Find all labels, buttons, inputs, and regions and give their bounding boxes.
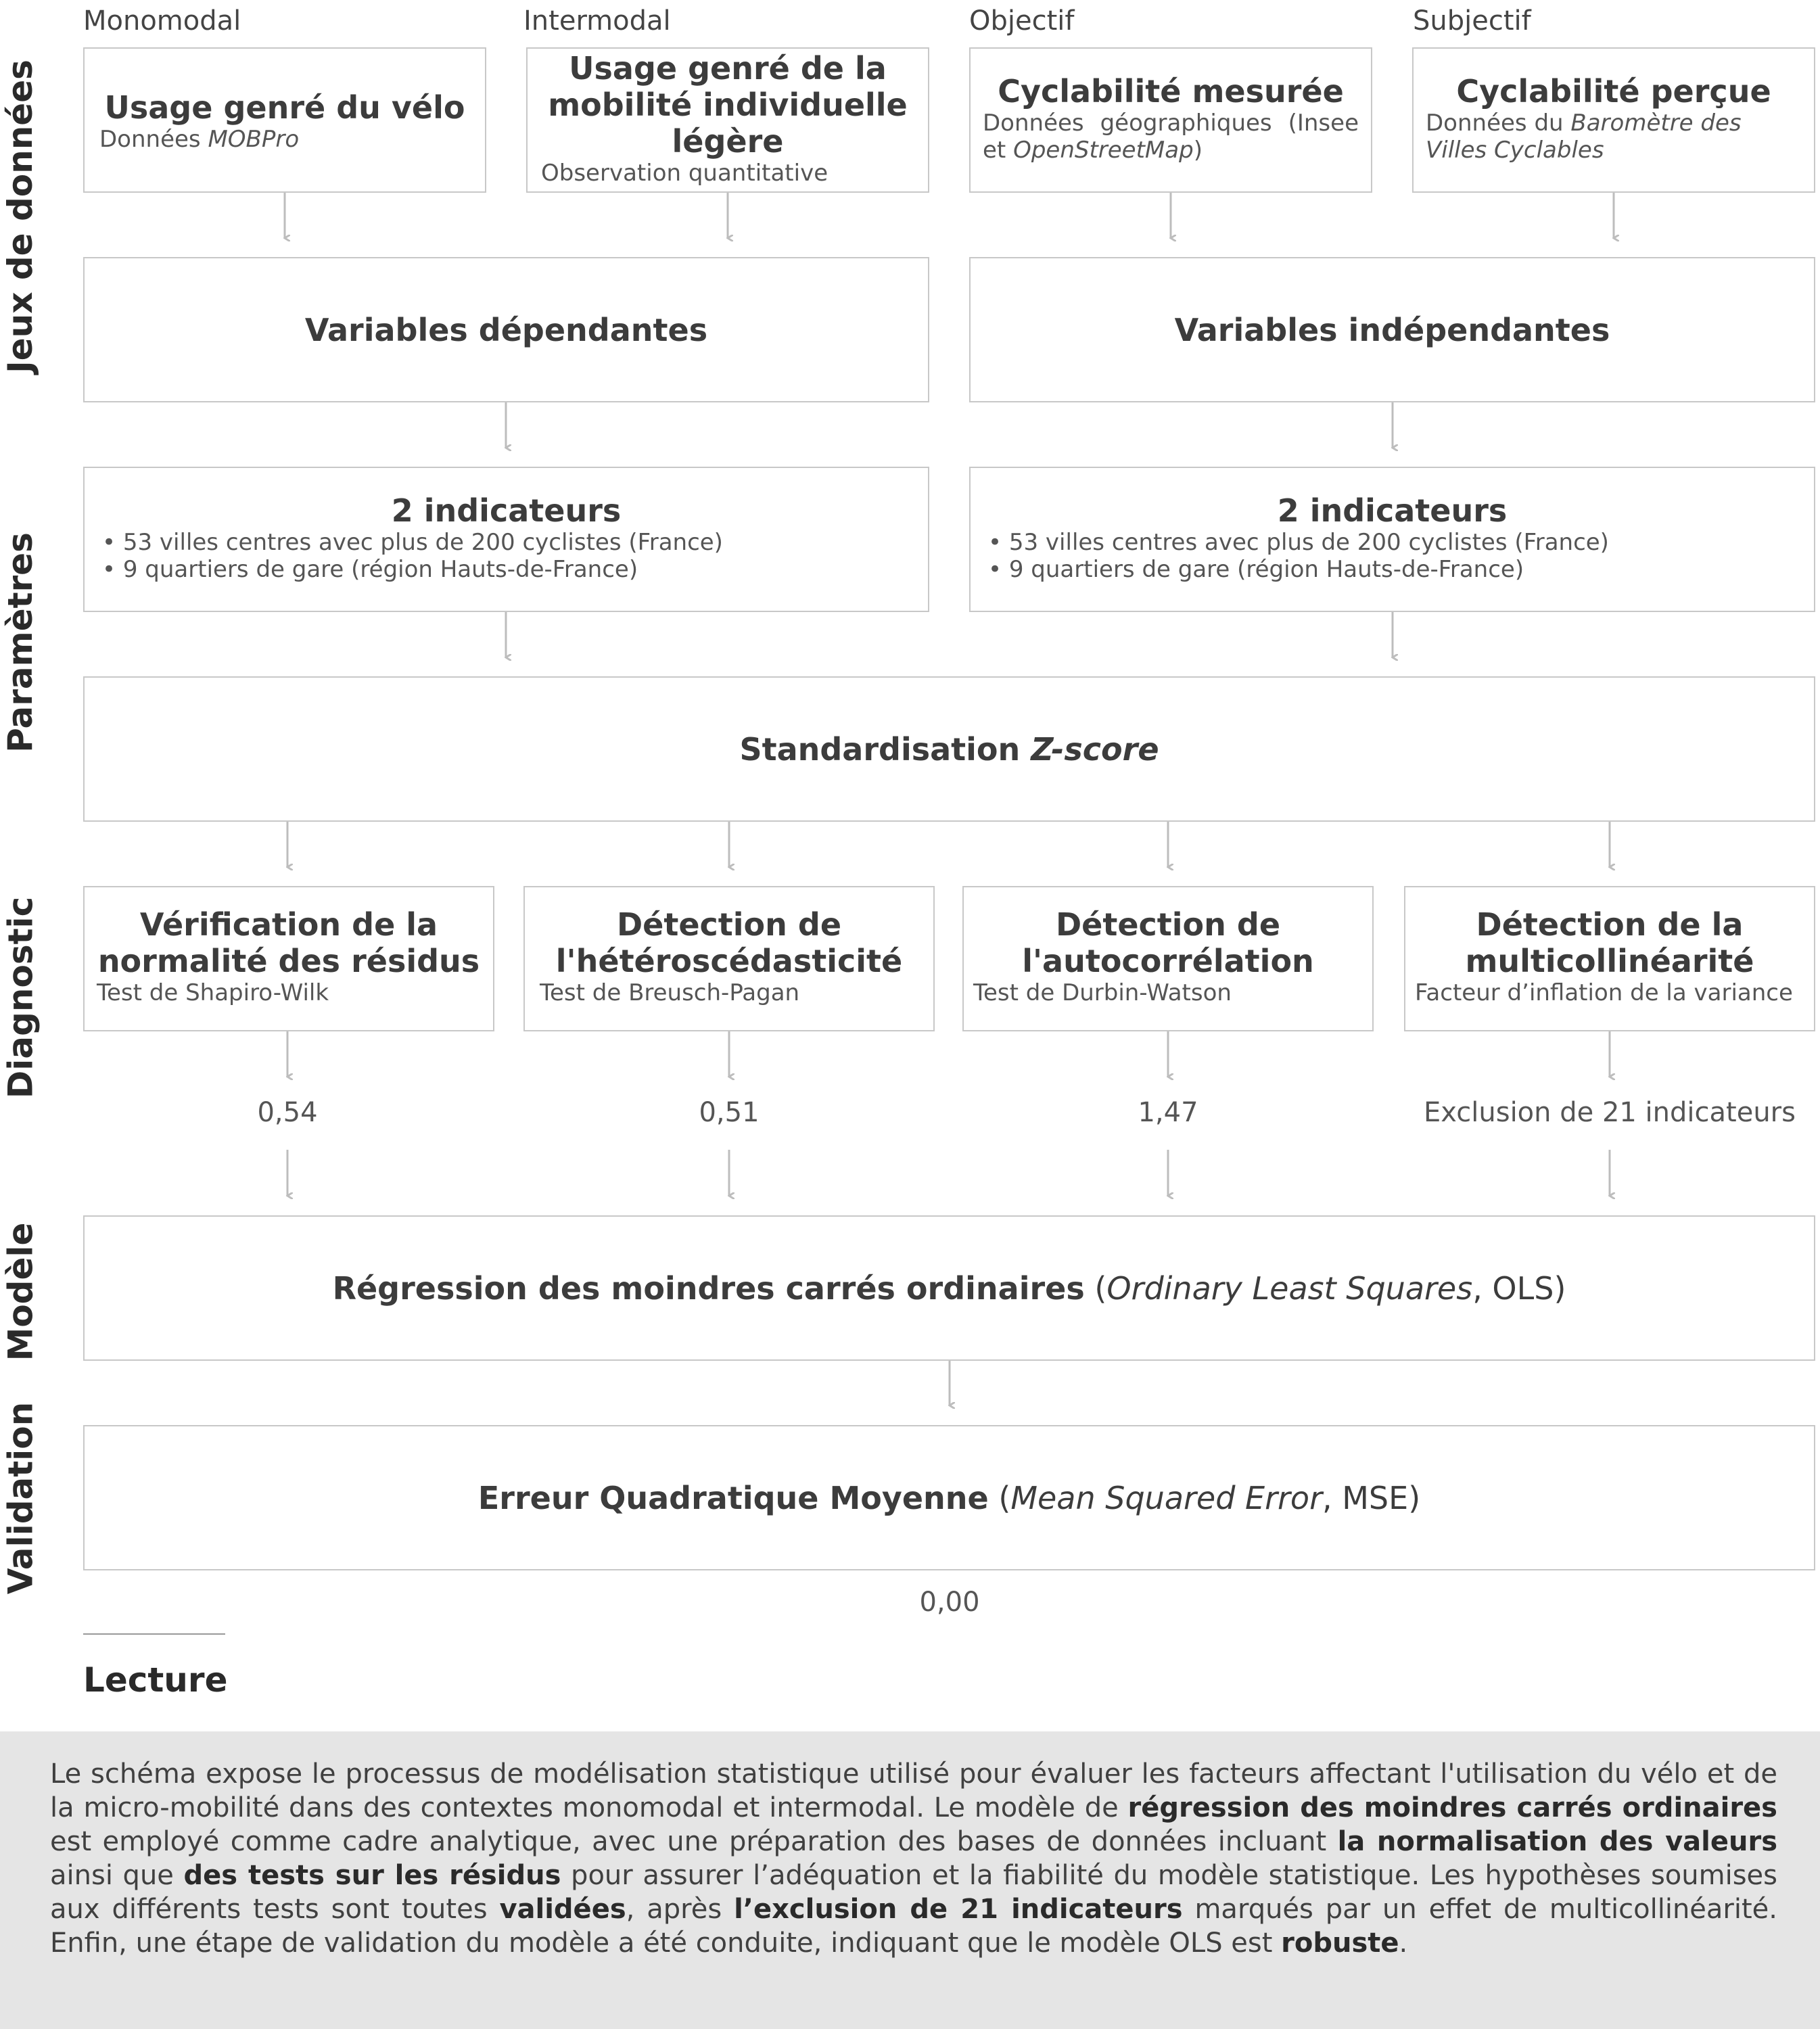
dataset-mesuree-box: Cyclabilité mesurée Données géographique… [969, 47, 1372, 193]
indicateurs-right-item-villes: • 53 villes centres avec plus de 200 cyc… [988, 529, 1609, 556]
column-label-intermodal: Intermodal [523, 5, 671, 37]
lecture-text: Le schéma expose le processus de modélis… [50, 1758, 1777, 1959]
result-normalite: 0,54 [257, 1097, 318, 1128]
diagnostic-multicollinearite-test: Facteur d’inflation de la variance [1415, 979, 1793, 1006]
dataset-percue-title: Cyclabilité perçue [1456, 73, 1771, 110]
column-label-monomodal: Monomodal [83, 5, 241, 37]
lecture-title: Lecture [83, 1660, 228, 1700]
dataset-percue-source: Données du Baromètre des Villes Cyclable… [1426, 110, 1742, 164]
diagnostic-autocorrelation-title: Détection de l'autocorrélation [1022, 906, 1314, 979]
indicateurs-left-title: 2 indicateurs [391, 492, 622, 529]
diagnostic-normalite-title: Vérification de la normalité des résidus [97, 906, 480, 979]
modele-label: Régression des moindres carrés ordinaire… [332, 1269, 1566, 1307]
dataset-mesuree-source: Données géographiques (Insee et OpenStre… [983, 110, 1359, 164]
dataset-percue-box: Cyclabilité perçue Données du Baromètre … [1412, 47, 1815, 193]
result-autocorrelation: 1,47 [1138, 1097, 1198, 1128]
diagnostic-heteroscedasticite-title: Détection de l'hétéroscédasticité [555, 906, 903, 979]
column-label-subjectif: Subjectif [1413, 5, 1531, 37]
indicateurs-right-title: 2 indicateurs [1277, 492, 1508, 529]
dataset-velo-source: Données MOBPro [99, 126, 300, 153]
indicateurs-left-item-quartiers: • 9 quartiers de gare (région Hauts-de-F… [102, 556, 638, 583]
dataset-velo-box: Usage genré du vélo Données MOBPro [83, 47, 486, 193]
diagnostic-multicollinearite-box: Détection de la multicollinéarité Facteu… [1404, 886, 1815, 1031]
lecture-divider [83, 1633, 225, 1635]
lecture-panel [0, 1731, 1820, 2029]
dataset-mobilite-source: Observation quantitative [541, 160, 829, 187]
modele-box: Régression des moindres carrés ordinaire… [83, 1215, 1815, 1361]
dataset-mesuree-title: Cyclabilité mesurée [998, 73, 1344, 110]
dataset-velo-title: Usage genré du vélo [104, 89, 465, 126]
dataset-mobilite-box: Usage genré de la mobilité individuelle … [526, 47, 929, 193]
result-heteroscedasticite: 0,51 [699, 1097, 760, 1128]
result-multicollinearite: Exclusion de 21 indicateurs [1424, 1097, 1796, 1128]
diagnostic-heteroscedasticite-test: Test de Breusch-Pagan [540, 979, 800, 1006]
diagnostic-normalite-box: Vérification de la normalité des résidus… [83, 886, 494, 1031]
dataset-mobilite-title: Usage genré de la mobilité individuelle … [548, 50, 908, 160]
indicateurs-right-box: 2 indicateurs • 53 villes centres avec p… [969, 467, 1815, 612]
standardisation-label: Standardisation Z-score [739, 730, 1159, 768]
variables-dependantes-label: Variables dépendantes [304, 311, 708, 348]
diagnostic-heteroscedasticite-box: Détection de l'hétéroscédasticité Test d… [523, 886, 935, 1031]
diagnostic-autocorrelation-test: Test de Durbin-Watson [973, 979, 1232, 1006]
diagnostic-multicollinearite-title: Détection de la multicollinéarité [1465, 906, 1754, 979]
flow-arrows [0, 193, 1820, 1623]
variables-dependantes-box: Variables dépendantes [83, 257, 929, 402]
column-label-objectif: Objectif [969, 5, 1075, 37]
indicateurs-left-item-villes: • 53 villes centres avec plus de 200 cyc… [102, 529, 723, 556]
validation-label: Erreur Quadratique Moyenne (Mean Squared… [477, 1479, 1421, 1516]
variables-independantes-label: Variables indépendantes [1174, 311, 1610, 348]
indicateurs-left-box: 2 indicateurs • 53 villes centres avec p… [83, 467, 929, 612]
variables-independantes-box: Variables indépendantes [969, 257, 1815, 402]
result-validation: 0,00 [919, 1587, 980, 1618]
diagnostic-normalite-test: Test de Shapiro-Wilk [97, 979, 329, 1006]
diagnostic-autocorrelation-box: Détection de l'autocorrélation Test de D… [962, 886, 1374, 1031]
standardisation-box: Standardisation Z-score [83, 676, 1815, 822]
indicateurs-right-item-quartiers: • 9 quartiers de gare (région Hauts-de-F… [988, 556, 1524, 583]
validation-box: Erreur Quadratique Moyenne (Mean Squared… [83, 1425, 1815, 1570]
